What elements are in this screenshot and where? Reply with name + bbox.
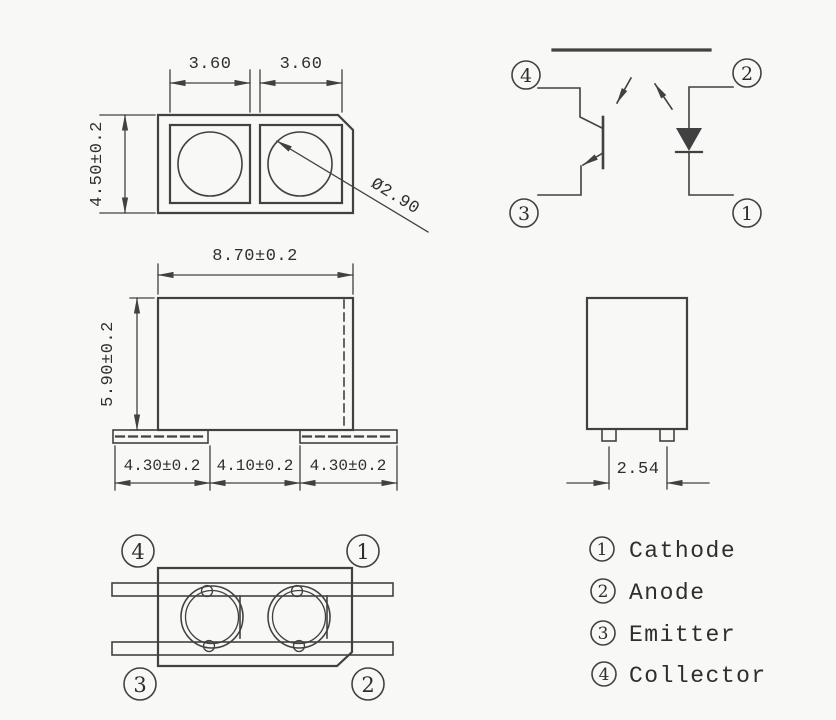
legend-item-collector: 4 Collector: [591, 661, 767, 689]
legend-num: 4: [599, 665, 610, 685]
pin-3-number: 3: [518, 203, 530, 225]
pin-3-circle: [509, 198, 539, 228]
legend-label: Anode: [629, 580, 706, 606]
dim-body-height: 5.90±0.2: [99, 321, 118, 407]
dim-right-window-width: 3.60: [280, 55, 323, 74]
left-lead-pad: [112, 429, 209, 444]
front-view: 8.70±0.2 5.90±0.2 4.30±0.2 4.10±0.2 4.30…: [99, 247, 398, 491]
schematic-view: 4 2 3 1: [509, 48, 762, 228]
side-view-right-pin: [659, 428, 675, 442]
dim-center-gap: 4.10±0.2: [217, 457, 294, 475]
pin-4-number: 4: [131, 540, 144, 564]
left-element-inner-circle: [184, 589, 240, 645]
cathode-wire: [688, 151, 734, 196]
extension-lines: [169, 69, 343, 113]
dim-left-window-width: 3.60: [189, 55, 232, 74]
pin-2-circle: [732, 58, 762, 88]
light-ray-received-arrow: [615, 76, 633, 105]
front-view-body-outline: [156, 296, 355, 432]
side-view-body-outline: [585, 296, 689, 431]
anode-wire: [688, 86, 734, 129]
legend-label: Collector: [629, 663, 767, 689]
legend-num: 2: [598, 582, 609, 602]
dim-body-height: 4.50±0.2: [88, 121, 107, 207]
top-view-left-lens: [177, 131, 243, 197]
extension-lines: [129, 297, 155, 431]
led-diode-triangle: [676, 128, 702, 151]
left-element-top-pin: [200, 584, 214, 598]
extension-lines: [99, 114, 156, 214]
collector-wire: [537, 87, 604, 130]
emitter-arrow: [581, 151, 605, 167]
right-element-bottom-pin: [292, 639, 306, 653]
pin-1-circle: [346, 534, 380, 568]
right-lead-pad: [299, 429, 398, 444]
legend-num-circle: [591, 661, 617, 687]
legend-num-circle: [589, 536, 615, 562]
pin-4-circle: [511, 60, 541, 90]
legend-item-cathode: 1 Cathode: [589, 536, 736, 564]
extension-lines: [114, 445, 398, 491]
bottom-lead-strip: [111, 641, 394, 656]
pin-3-number: 3: [133, 673, 146, 697]
pin-4-number: 4: [520, 65, 532, 87]
top-lead-strip: [111, 582, 394, 597]
side-view-left-pin: [601, 428, 617, 442]
dim-body-width: 8.70±0.2: [212, 247, 298, 266]
legend-label: Emitter: [629, 622, 736, 648]
light-ray-emitted-arrow: [653, 82, 674, 111]
right-element-top-pin: [290, 584, 304, 598]
pin-4-circle: [121, 534, 155, 568]
top-view-right-window: [258, 123, 344, 205]
dim-right-lead: 4.30±0.2: [310, 457, 387, 475]
pin-legend: 1 Cathode 2 Anode 3 Emitter 4 Collector: [589, 536, 767, 689]
pin-3-circle: [123, 667, 157, 701]
legend-label: Cathode: [629, 538, 736, 564]
legend-item-emitter: 3 Emitter: [590, 620, 736, 648]
extension-lines: [157, 263, 354, 295]
legend-num-circle: [590, 578, 616, 604]
pin-1-number: 1: [356, 540, 369, 564]
legend-item-anode: 2 Anode: [590, 578, 706, 606]
pin-1-number: 1: [741, 203, 753, 225]
left-element-outer-circle: [180, 585, 244, 649]
pin-2-circle: [351, 667, 385, 701]
pin-1-circle: [732, 198, 762, 228]
pin-2-number: 2: [361, 673, 374, 697]
legend-num-circle: [590, 620, 616, 646]
emitter-wire: [537, 165, 582, 196]
left-element-bottom-pin: [202, 639, 216, 653]
top-view-left-window: [168, 123, 252, 205]
top-view-right-lens: [267, 131, 333, 197]
top-view: 3.60 3.60 4.50±0.2 Ø2.90: [88, 55, 429, 233]
bottom-view-body-outline: [156, 566, 354, 668]
dim-left-lead: 4.30±0.2: [124, 457, 201, 475]
pin-2-number: 2: [741, 63, 753, 85]
right-element-inner-circle: [271, 589, 327, 645]
side-view: 2.54: [566, 296, 710, 490]
top-view-body-outline: [156, 113, 355, 215]
dim-pin-pitch: 2.54: [617, 460, 660, 479]
bottom-view: 4 1 3 2: [111, 534, 394, 701]
leader-line: [276, 140, 429, 233]
legend-num: 3: [598, 624, 609, 644]
legend-num: 1: [597, 540, 608, 560]
